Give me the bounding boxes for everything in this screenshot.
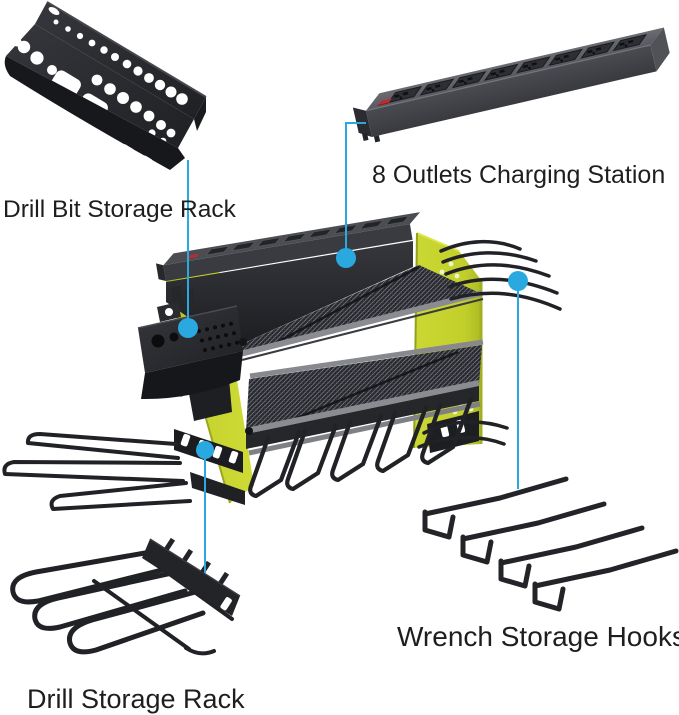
callout-dot xyxy=(336,248,356,268)
main-organizer-part xyxy=(2,212,562,511)
tray-holes xyxy=(151,321,239,352)
drill-rack-prongs xyxy=(10,547,206,655)
label-drill-bit-storage-rack: Drill Bit Storage Rack xyxy=(3,196,237,223)
top-shelf-front-rim xyxy=(239,290,483,357)
drill-holder-wire-loops xyxy=(248,396,474,499)
callout-line xyxy=(345,122,366,258)
callout-charging-station xyxy=(336,122,366,268)
power-strip-right-cap xyxy=(650,27,670,72)
callout-dot xyxy=(508,271,528,291)
lower-shelf-back-rim xyxy=(249,339,484,379)
mounted-power-switch xyxy=(186,253,199,259)
label-charging-station: 8 Outlets Charging Station xyxy=(372,161,665,189)
left-wire-rack xyxy=(2,432,192,511)
callout-wrench-hooks xyxy=(508,271,528,489)
drill-bit-storage-rack-part xyxy=(4,1,207,170)
outlet-slots xyxy=(394,39,634,99)
mounted-drill-bit-tray xyxy=(137,302,243,421)
callout-drill-rack xyxy=(196,441,214,573)
wrench-storage-hooks-part xyxy=(422,476,679,612)
screw xyxy=(245,427,253,435)
drill-storage-rack-part xyxy=(10,537,241,656)
callout-dot xyxy=(178,318,198,338)
charging-station-part xyxy=(352,27,670,143)
label-drill-storage-rack: Drill Storage Rack xyxy=(27,684,245,714)
drill-bit-rack-rail-holes xyxy=(53,19,188,105)
screw xyxy=(239,338,247,346)
drill-rack-bracket xyxy=(142,539,240,616)
drill-bit-rack-front-lip xyxy=(4,56,185,170)
drill-bit-rack-back-rail xyxy=(35,2,206,119)
wrench-hook xyxy=(498,525,645,589)
power-switch-red xyxy=(378,98,392,106)
wrench-hook xyxy=(460,501,607,565)
labels: Drill Bit Storage Rack 8 Outlets Chargin… xyxy=(3,161,679,714)
power-strip-front xyxy=(365,45,657,137)
callouts xyxy=(178,122,528,573)
side-hooks xyxy=(439,240,562,311)
callout-dot xyxy=(196,441,214,459)
callout-drill-bit-rack xyxy=(178,160,198,338)
wrench-hook xyxy=(532,548,679,612)
drill-rack-pegs xyxy=(164,537,230,585)
label-wrench-storage-hooks: Wrench Storage Hooks xyxy=(397,621,679,652)
lower-shelf-front-rim xyxy=(245,380,480,434)
wrench-hook xyxy=(422,476,569,540)
